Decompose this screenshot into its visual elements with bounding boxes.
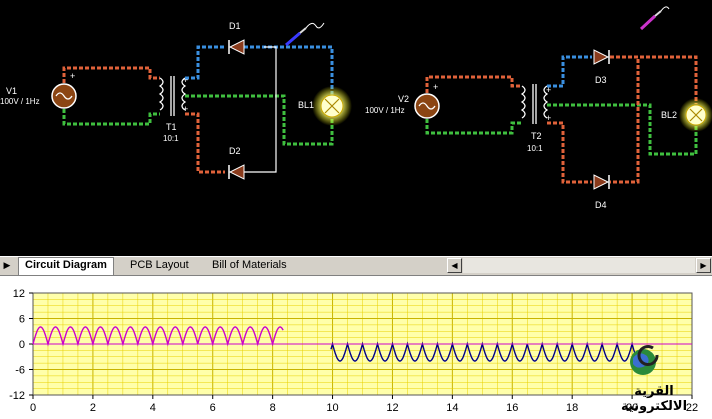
x-tick-label: 16 — [506, 402, 518, 414]
diode-d1[interactable] — [228, 39, 245, 55]
transformer-plus-bottom: + — [183, 104, 188, 114]
transformer-ratio-label-2: 10:1 — [527, 144, 543, 153]
wire-primary-top-1[interactable] — [62, 66, 160, 83]
source-spec-label-2: 100V / 1Hz — [365, 106, 405, 115]
y-tick-label: -6 — [15, 365, 25, 377]
wire-center-tap-2[interactable] — [547, 103, 698, 156]
tab-pcb-layout[interactable]: PCB Layout — [130, 259, 189, 271]
x-tick-label: 12 — [386, 402, 398, 414]
transformer-plus-top: + — [183, 75, 188, 85]
watermark-logo: القرية الالكترونية — [630, 345, 659, 375]
source-v2[interactable] — [414, 93, 440, 119]
y-tick-label: 6 — [19, 314, 25, 326]
source-name-label: V1 — [6, 86, 17, 96]
tab-circuit-diagram[interactable]: Circuit Diagram — [18, 257, 114, 275]
circuit-1: + V1 100V / 1Hz + + T1 10:1 D1 — [0, 21, 352, 180]
wire-primary-bottom-2[interactable] — [425, 119, 522, 135]
lamp-bl1[interactable] — [312, 86, 352, 126]
y-tick-label: -12 — [9, 390, 25, 402]
diode-d3-label: D3 — [595, 75, 607, 85]
x-tick-label: 10 — [326, 402, 338, 414]
wire-primary-top-2[interactable] — [425, 75, 522, 93]
watermark-arabic-text: القرية الالكترونية — [620, 384, 688, 414]
transformer-name-label: T1 — [166, 122, 177, 132]
x-tick-label: 0 — [30, 402, 36, 414]
y-axis-ticks: 12 6 0 -6 -12 — [9, 288, 33, 402]
trace-line-1 — [32, 326, 284, 347]
transformer-t2[interactable] — [520, 84, 549, 124]
x-tick-label: 14 — [446, 402, 458, 414]
lamp-bl2-label: BL2 — [661, 110, 677, 120]
tab-bill-of-materials[interactable]: Bill of Materials — [212, 259, 287, 271]
x-tick-label: 20 — [626, 402, 638, 414]
diode-d3[interactable] — [593, 49, 610, 65]
scroll-left-icon[interactable]: ◀ — [447, 258, 462, 273]
diode-d4-label: D4 — [595, 200, 607, 210]
transformer-t1[interactable] — [158, 76, 187, 116]
x-axis-ticks: 0 2 4 6 8 10 12 14 16 18 20 22 — [30, 395, 698, 414]
lamp-bl1-label: BL1 — [298, 100, 314, 110]
diode-d1-label: D1 — [229, 21, 241, 31]
source-plus-label: + — [70, 71, 75, 81]
source-spec-label: 100V / 1Hz — [0, 97, 40, 106]
sheet-tab-bar: ▶ Circuit Diagram PCB Layout Bill of Mat… — [0, 256, 712, 276]
y-tick-label: 0 — [19, 339, 25, 351]
horizontal-scrollbar[interactable]: ◀ ▶ — [447, 258, 711, 273]
diode-d2[interactable] — [228, 164, 245, 180]
scroll-right-icon[interactable]: ▶ — [696, 258, 711, 273]
probe-pen-icon[interactable] — [285, 22, 325, 47]
diode-d2-label: D2 — [229, 146, 241, 156]
x-tick-label: 6 — [210, 402, 216, 414]
x-tick-label: 2 — [90, 402, 96, 414]
wire-primary-bottom-1[interactable] — [62, 109, 160, 126]
source-plus-label-2: + — [433, 82, 438, 92]
transformer-ratio-label: 10:1 — [163, 134, 179, 143]
x-tick-label: 4 — [150, 402, 156, 414]
wire-secondary-bottom-2[interactable] — [547, 121, 592, 184]
x-tick-label: 8 — [270, 402, 276, 414]
diode-d4[interactable] — [593, 174, 610, 190]
circuit-2: + V2 100V / 1Hz + + T2 10:1 D3 D4 — [365, 6, 712, 210]
probe-pen-icon-2[interactable] — [639, 6, 670, 31]
circuit-schematic-canvas[interactable]: + V1 100V / 1Hz + + T1 10:1 D1 — [0, 0, 712, 256]
wire-d1-out[interactable] — [244, 45, 334, 95]
transformer-plus-bottom-2: + — [546, 113, 551, 123]
wire-secondary-top-2[interactable] — [547, 55, 592, 88]
x-tick-label: 18 — [566, 402, 578, 414]
trace-line-2 — [330, 341, 639, 362]
wire-secondary-bottom-1[interactable] — [185, 112, 225, 174]
x-tick-label: 22 — [686, 402, 698, 414]
scroll-track[interactable] — [463, 258, 695, 273]
tab-scroll-right-icon[interactable]: ▶ — [3, 260, 11, 270]
y-tick-label: 12 — [13, 288, 25, 300]
wire-d3-out[interactable] — [610, 55, 698, 104]
transformer-name-label-2: T2 — [531, 131, 542, 141]
wire-center-tap-1[interactable] — [185, 94, 334, 146]
oscilloscope-graph[interactable]: 12 6 0 -6 -12 0 2 4 6 8 10 12 14 16 18 20 22 القرية الا… — [0, 276, 712, 419]
graph-traces — [32, 326, 692, 362]
lamp-bl2[interactable] — [679, 98, 712, 132]
wire-secondary-top-1[interactable] — [185, 45, 225, 80]
source-v1[interactable] — [51, 83, 77, 109]
transformer-plus-top-2: + — [546, 85, 551, 95]
source-name-label-2: V2 — [398, 94, 409, 104]
